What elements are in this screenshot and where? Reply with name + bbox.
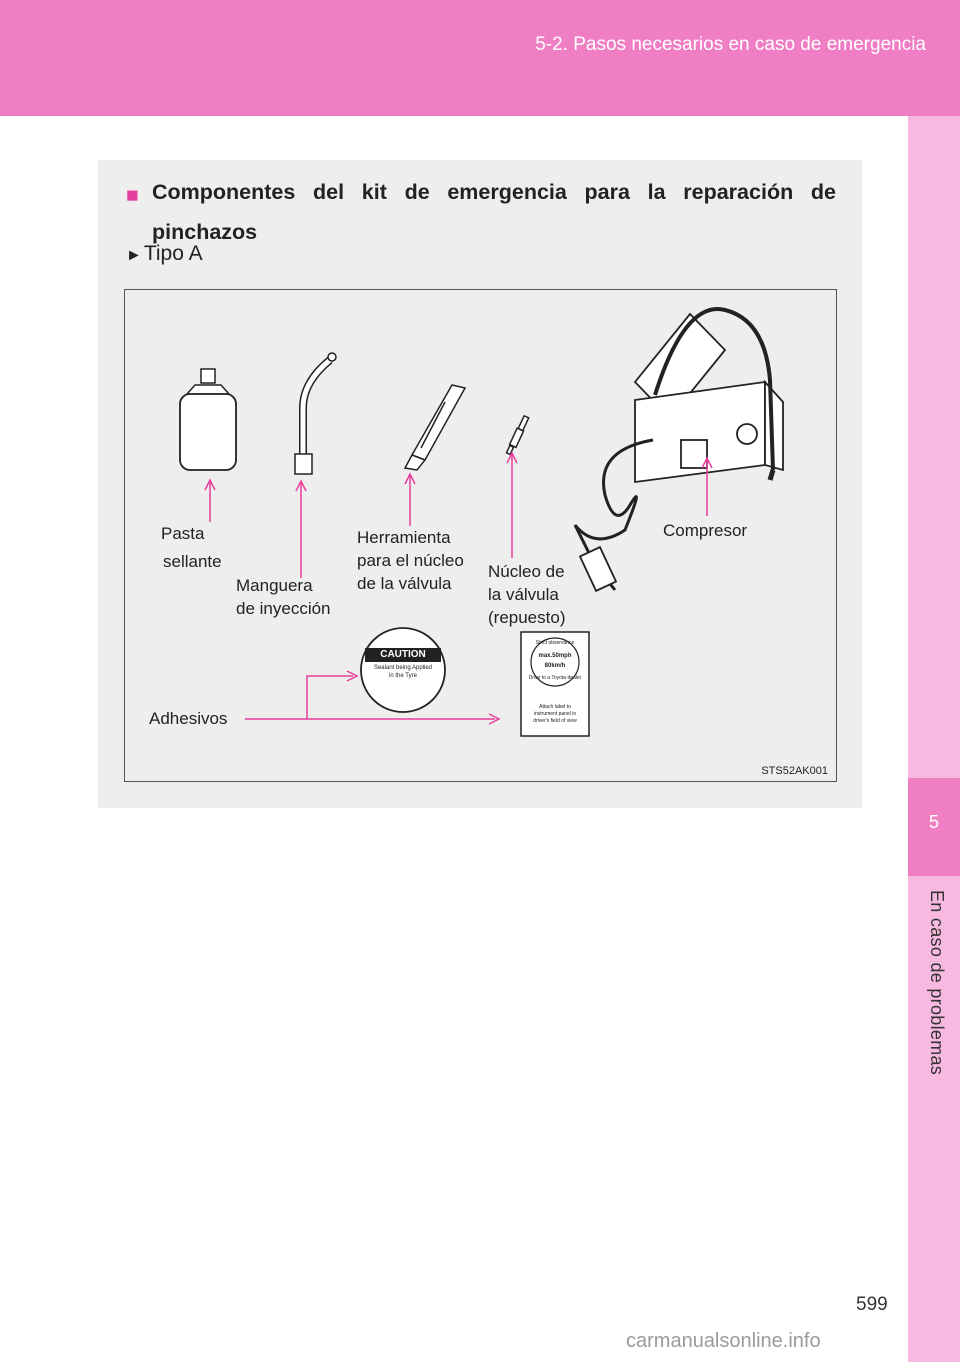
square-bullet-icon: ■: [126, 176, 139, 216]
injection-hose-icon: [295, 353, 336, 474]
sealant-bottle-icon: [180, 369, 236, 470]
speed-kmh: 80km/h: [521, 663, 589, 669]
label-hose: Manguera: [236, 574, 313, 597]
valve-core-spare-icon: [506, 416, 528, 455]
attach-3: driver's field of view: [521, 718, 589, 724]
label-core-2: la válvula: [488, 583, 559, 606]
caution-line1: Sealant being Applied: [365, 664, 441, 672]
label-core-3: (repuesto): [488, 606, 565, 629]
section-heading-text: Componentes del kit de emergencia para l…: [126, 172, 836, 252]
chapter-label: En caso de problemas: [917, 890, 947, 1100]
label-sealant: Pasta: [161, 522, 204, 545]
label-tool: Herramienta: [357, 526, 451, 549]
caution-title: CAUTION: [365, 648, 441, 662]
watermark[interactable]: carmanualsonline.info: [626, 1330, 821, 1353]
section-heading: ■ Componentes del kit de emergencia para…: [126, 172, 836, 252]
figure-illustration: Pasta sellante Manguera de inyección Her…: [124, 289, 837, 782]
label-core: Núcleo de: [488, 560, 565, 583]
chapter-side-tab: [908, 116, 960, 1362]
figure-code: STS52AK001: [761, 765, 828, 777]
speed-top: Strict observance: [521, 640, 589, 646]
label-tool-2: para el núcleo: [357, 549, 464, 572]
label-stickers: Adhesivos: [149, 707, 227, 730]
speed-mph: max.50mph: [521, 653, 589, 659]
speed-bottom: Drive to a Toyota dealer: [521, 675, 589, 681]
label-tool-3: de la válvula: [357, 572, 452, 595]
label-hose-2: de inyección: [236, 597, 331, 620]
header-bar: [0, 0, 960, 116]
compressor-icon: [575, 309, 783, 591]
label-sealant-2: sellante: [163, 550, 222, 573]
valve-core-tool-icon: [405, 385, 465, 470]
chapter-number: 5: [908, 812, 960, 833]
section-title: 5-2. Pasos necesarios en caso de emergen…: [535, 34, 926, 56]
label-compressor: Compresor: [663, 519, 747, 542]
caution-line2: in the Tyre: [365, 672, 441, 680]
subheading: ►Tipo A: [126, 242, 203, 266]
attach-2: instrument panel in: [521, 711, 589, 717]
page-number: 599: [856, 1294, 888, 1316]
right-triangle-icon: ►: [126, 247, 142, 264]
attach-1: Attach label to: [521, 704, 589, 710]
subheading-text: Tipo A: [144, 242, 203, 265]
